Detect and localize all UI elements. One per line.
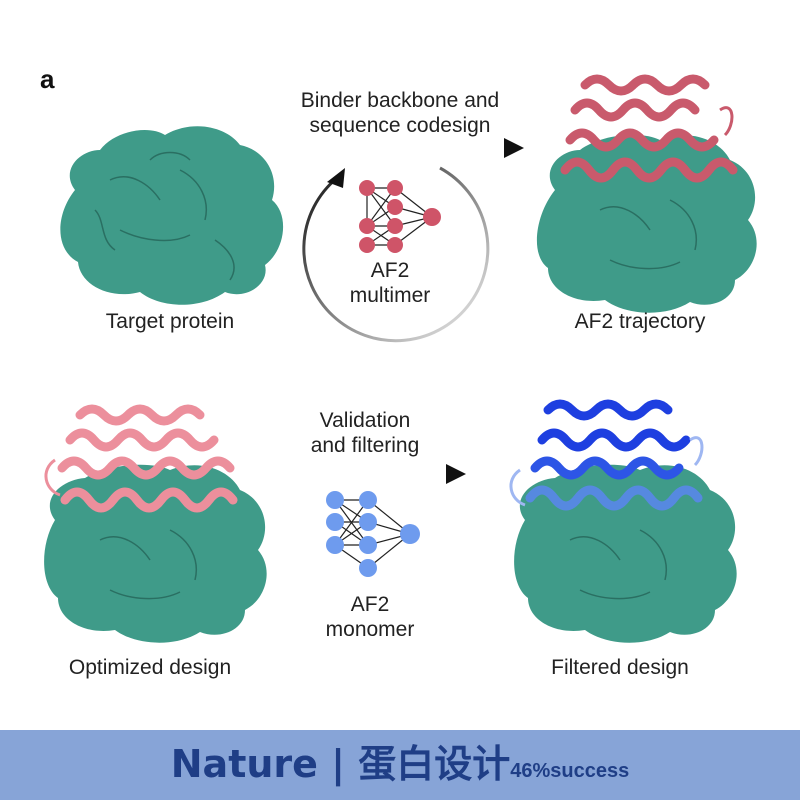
monomer-label-line1: AF2: [350, 593, 390, 616]
network-node: [359, 237, 375, 253]
network-node: [359, 218, 375, 234]
network-node: [326, 513, 344, 531]
af2-multimer-network: [359, 180, 441, 253]
network-node: [359, 180, 375, 196]
network-node: [387, 180, 403, 196]
network-node: [359, 559, 377, 577]
network-node: [326, 536, 344, 554]
multimer-label-line1: AF2: [370, 259, 410, 282]
af2-trajectory-structure: [536, 74, 757, 313]
filtered-design-structure: [509, 399, 737, 643]
network-node: [359, 491, 377, 509]
network-node: [359, 513, 377, 531]
optimized-design-structure: [44, 404, 267, 643]
network-node: [387, 218, 403, 234]
multimer-label: AF2 multimer: [330, 258, 450, 308]
network-node: [359, 536, 377, 554]
target-protein-surface: [60, 126, 284, 305]
banner-subtitle: 46%success: [510, 760, 630, 782]
banner-title: Nature | 蛋白设计: [170, 742, 511, 786]
monomer-label: AF2 monomer: [310, 592, 430, 642]
multimer-label-line2: multimer: [349, 284, 431, 307]
network-node: [400, 524, 420, 544]
validation-label: Validation and filtering: [270, 408, 460, 458]
network-node: [387, 199, 403, 215]
af2-monomer-network: [326, 491, 420, 577]
monomer-label-line2: monomer: [325, 618, 415, 641]
validation-label-line1: Validation: [319, 409, 411, 432]
network-node: [326, 491, 344, 509]
diagram-canvas: [44, 74, 757, 643]
validation-label-line2: and filtering: [310, 434, 420, 457]
codesign-label-line1: Binder backbone and: [300, 89, 500, 112]
codesign-label-line2: sequence codesign: [309, 114, 491, 137]
caption-af2-trajectory: AF2 trajectory: [574, 310, 706, 333]
caption-optimized-design: Optimized design: [68, 656, 232, 679]
network-node: [423, 208, 441, 226]
caption-target-protein: Target protein: [105, 310, 235, 333]
caption-filtered-design: Filtered design: [551, 656, 689, 679]
network-node: [387, 237, 403, 253]
footer-banner: [0, 730, 800, 800]
cycle-arrow: [302, 166, 490, 343]
banner-text: Nature | 蛋白设计46%success: [0, 733, 800, 788]
codesign-label: Binder backbone and sequence codesign: [270, 88, 530, 138]
panel-letter: a: [40, 64, 55, 94]
